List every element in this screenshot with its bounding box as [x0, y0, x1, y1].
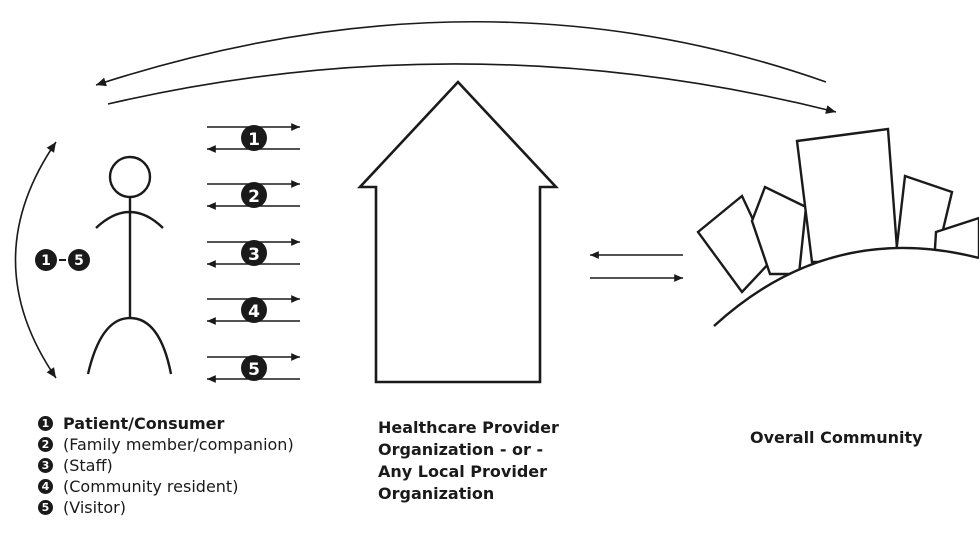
range-badge-to: 5	[74, 253, 84, 269]
legend-item-label: (Staff)	[63, 456, 113, 475]
exchange-1-label: 1	[248, 130, 260, 150]
legend-badge-5: 5	[38, 500, 53, 515]
legend-item-label: (Visitor)	[63, 498, 126, 517]
left-cycle-arc	[14, 141, 57, 379]
building-2	[750, 185, 808, 276]
legend-badge-4: 4	[38, 479, 53, 494]
provider-community-arrows	[590, 251, 683, 282]
exchange-1: 1	[207, 123, 300, 153]
exchange-4-label: 4	[248, 302, 260, 322]
community-icon	[696, 127, 979, 538]
person-head	[108, 155, 152, 199]
top-arc-to-person	[95, 20, 827, 87]
legend-item-label: (Community resident)	[63, 477, 239, 496]
provider-label: Healthcare Provider Organization - or - …	[378, 417, 588, 505]
range-badge: 1 5	[35, 249, 90, 271]
provider-label-line-4: Organization	[378, 484, 495, 503]
hill	[700, 247, 979, 538]
exchange-4: 4	[207, 295, 300, 325]
top-arc-to-community	[107, 63, 837, 114]
exchange-2: 2	[207, 180, 300, 210]
legend-item-visitor: 5 (Visitor)	[38, 497, 294, 518]
exchange-5-label: 5	[248, 360, 260, 380]
legend: 1 Patient/Consumer 2 (Family member/comp…	[38, 413, 294, 518]
legend-item-staff: 3 (Staff)	[38, 455, 294, 476]
building-3	[795, 127, 900, 264]
person-figure	[86, 155, 173, 375]
exchange-3-label: 3	[248, 245, 260, 265]
exchange-3: 3	[207, 238, 300, 268]
legend-item-community-resident: 4 (Community resident)	[38, 476, 294, 497]
range-badge-from: 1	[41, 253, 51, 269]
exchange-2-label: 2	[248, 187, 260, 207]
legend-badge-1: 1	[38, 416, 53, 431]
hill-outline	[713, 246, 979, 327]
exchange-arrows: 1 2 3 4 5	[207, 123, 300, 383]
provider-house-icon	[357, 80, 559, 384]
legend-badge-2: 2	[38, 437, 53, 452]
legend-item-patient: 1 Patient/Consumer	[38, 413, 294, 434]
provider-label-line-1: Healthcare Provider	[378, 418, 559, 437]
legend-badge-3: 3	[38, 458, 53, 473]
legend-item-label: (Family member/companion)	[63, 435, 294, 454]
provider-label-line-3: Any Local Provider	[378, 462, 548, 481]
legend-item-label: Patient/Consumer	[63, 414, 225, 433]
community-label: Overall Community	[750, 428, 923, 447]
exchange-5: 5	[207, 353, 300, 383]
provider-label-line-2: Organization - or -	[378, 440, 544, 459]
legend-item-family: 2 (Family member/companion)	[38, 434, 294, 455]
